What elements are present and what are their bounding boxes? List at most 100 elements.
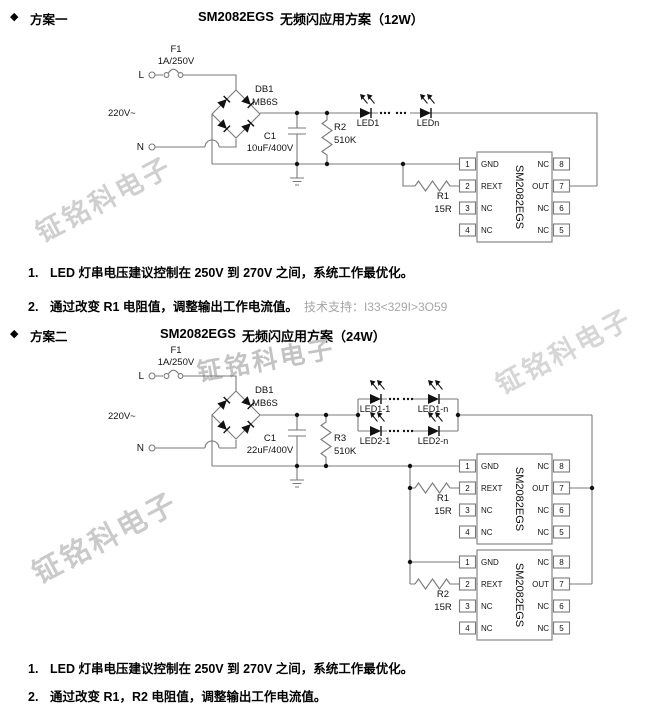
- junction-dot: [400, 161, 406, 167]
- fuse-contact: [177, 72, 184, 78]
- ic-part-number: SM2082EGS: [513, 563, 525, 627]
- diamond-bullet-icon: ◆: [10, 11, 19, 23]
- pin-box: [458, 525, 477, 539]
- smoothing-cap-c1: [288, 415, 306, 466]
- pin-label: REXT: [481, 580, 502, 589]
- pin-box: [552, 481, 571, 495]
- scheme2-circuit: F1 1A/250V L 220V~ N DB1 MB6S C1 22uF/40…: [108, 345, 595, 641]
- junction-dot: [407, 485, 413, 491]
- fuse-f1: [168, 68, 179, 74]
- pin-box: [458, 503, 477, 517]
- pin-number: 2: [465, 484, 470, 493]
- n-wire-hop: [204, 440, 220, 449]
- support-contact: 技术支持：I33<329I>3O59: [303, 300, 448, 314]
- pin-number: 1: [465, 462, 470, 471]
- pin-number: 7: [559, 484, 564, 493]
- pin-box: [552, 201, 571, 215]
- note-number: 1.: [28, 266, 39, 280]
- pin-number: 4: [465, 226, 470, 235]
- shunt-value: 510K: [334, 446, 357, 457]
- pin-label: GND: [481, 160, 499, 169]
- pin-label: NC: [537, 528, 549, 537]
- junction-dot: [355, 412, 361, 418]
- rset-ref: R1: [437, 191, 449, 202]
- fuse-rating: 1A/250V: [158, 56, 195, 67]
- pin-label: NC: [537, 602, 549, 611]
- pin-number: 8: [559, 558, 564, 567]
- bleeder-resistor-r3: [320, 415, 332, 466]
- ic-sm2082egs: SM2082EGS 1 2 3 4 8 7 6 5 GND: [458, 549, 571, 641]
- fuse-ref: F1: [170, 345, 181, 356]
- pin-label: NC: [537, 226, 549, 235]
- live-label: L: [138, 70, 144, 81]
- bleeder-resistor-r2: [321, 113, 333, 164]
- shunt-ref: R2: [334, 122, 346, 133]
- pin-box: [458, 459, 477, 473]
- note-text: LED 灯串电压建议控制在 250V 到 270V 之间，系统工作最优化。: [50, 662, 414, 676]
- live-terminal: [148, 372, 156, 380]
- junction-dot: [323, 463, 329, 469]
- ic-part-number: SM2082EGS: [513, 467, 525, 531]
- led-string1-first-label: LED1-1: [360, 404, 391, 414]
- scheme1-note-1: 1.LED 灯串电压建议控制在 250V 到 270V 之间，系统工作最优化。: [28, 262, 413, 281]
- pin-label: NC: [481, 624, 493, 633]
- junction-dot: [407, 463, 413, 469]
- pin-number: 4: [465, 624, 470, 633]
- junction-dot: [455, 412, 461, 418]
- pin-box: [458, 157, 477, 171]
- note-text: 通过改变 R1，R2 电阻值，调整输出工作电流值。: [50, 690, 327, 704]
- junction-dot: [294, 110, 300, 116]
- pin-label: REXT: [481, 484, 502, 493]
- pin-number: 6: [559, 204, 564, 213]
- pin-number: 8: [559, 160, 564, 169]
- pin-label: NC: [537, 506, 549, 515]
- pin-number: 7: [559, 580, 564, 589]
- led-first-label: LED1: [357, 118, 380, 128]
- pin-label: NC: [481, 528, 493, 537]
- neutral-terminal: [148, 444, 156, 452]
- pin-box: [458, 599, 477, 613]
- junction-dot: [324, 161, 330, 167]
- pin-box: [552, 621, 571, 635]
- pin-box: [458, 481, 477, 495]
- ellipsis-dot: [395, 111, 399, 115]
- pin-box: [552, 555, 571, 569]
- pin-box: [552, 157, 571, 171]
- scheme1-title: 无频闪应用方案（12W）: [280, 12, 424, 27]
- pin-box: [458, 201, 477, 215]
- scheme2-chip-name: SM2082EGS: [160, 326, 236, 341]
- rset2-ref: R2: [437, 589, 449, 600]
- pin-box: [458, 555, 477, 569]
- mains-voltage-label: 220V~: [108, 108, 136, 119]
- pin-label: NC: [481, 602, 493, 611]
- ellipsis-dot: [379, 111, 383, 115]
- cap-ref: C1: [264, 131, 276, 142]
- fuse-ref: F1: [170, 44, 181, 55]
- led-string1-last-label: LED1-n: [418, 404, 449, 414]
- scheme1-name: 方案一: [30, 13, 68, 27]
- cap-value: 22uF/400V: [247, 445, 294, 456]
- pin-box: [458, 179, 477, 193]
- pin-number: 2: [465, 182, 470, 191]
- junction-dot: [294, 412, 300, 418]
- cap-ref: C1: [264, 433, 276, 444]
- ellipsis-dot: [399, 111, 403, 115]
- ellipsis-dot: [392, 397, 396, 401]
- pin-number: 3: [465, 506, 470, 515]
- ellipsis-dot: [392, 429, 396, 433]
- live-terminal: [148, 71, 156, 79]
- pin-number: 3: [465, 204, 470, 213]
- junction-dot: [324, 110, 330, 116]
- pin-number: 1: [465, 558, 470, 567]
- current-set-resistor-r1: [414, 482, 451, 494]
- pin-label: NC: [481, 226, 493, 235]
- pin-box: [458, 577, 477, 591]
- fuse-contact: [163, 373, 170, 379]
- ground-symbol: [290, 164, 304, 186]
- junction-dot: [323, 412, 329, 418]
- neutral-label: N: [137, 142, 144, 153]
- ellipsis-dot: [388, 397, 392, 401]
- mains-voltage-label: 220V~: [108, 411, 136, 422]
- ellipsis-dot: [396, 429, 400, 433]
